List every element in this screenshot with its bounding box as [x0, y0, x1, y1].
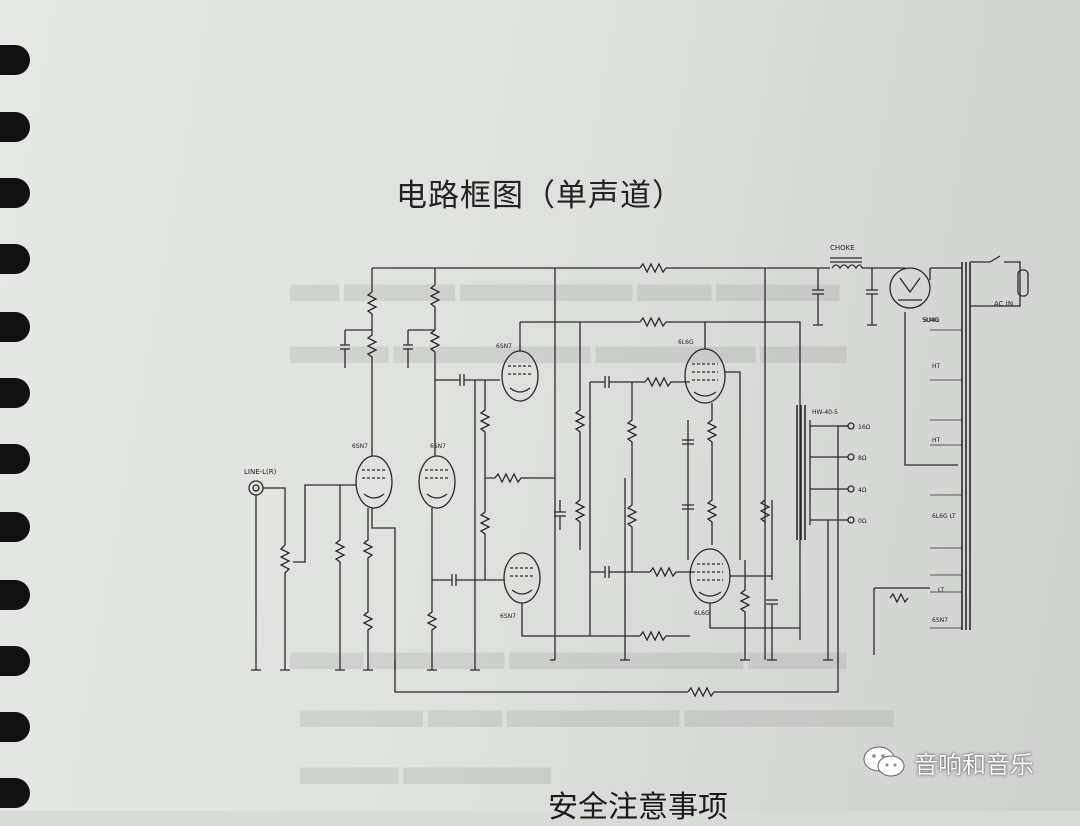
power-tap-label: 5U4G: [923, 317, 940, 324]
filter-capacitors: [812, 268, 878, 326]
tube-label: 6L6G: [694, 610, 710, 617]
ac-in-label: AC IN: [994, 300, 1013, 308]
output-transformer: HW-40-5 16Ω 8Ω 4Ω 0Ω: [796, 405, 871, 661]
show-through-text: ▇▇▇▇ ▇▇▇▇▇▇▇▇▇ ▇▇▇▇▇▇▇▇▇▇▇▇▇▇ ▇▇▇▇▇▇ ▇▇▇…: [290, 282, 840, 301]
show-through-text: ▇▇▇▇▇▇ ▇▇▇▇▇▇▇▇▇▇▇ ▇▇▇▇▇▇▇▇▇▇▇▇▇▇▇▇▇▇▇ ▇…: [290, 650, 847, 669]
wechat-icon: [863, 746, 905, 777]
input-label: LINE-L(R): [244, 468, 277, 476]
binding-ring: [0, 712, 30, 742]
input-tube-v2: 6SN7: [403, 284, 505, 671]
input-tube-v1: 6SN7: [334, 291, 396, 671]
power-tap-label: 6L6G LT: [932, 513, 956, 520]
tube-label: 6SN7: [500, 613, 516, 620]
tube-label: 6SN7: [430, 443, 446, 450]
volume-potentiometer: [279, 484, 340, 671]
driver-tube-top: 6SN7: [496, 316, 801, 640]
binding-ring: [0, 580, 30, 610]
rectifier-label: 5U4G: [922, 317, 939, 324]
show-through-text: ▇▇▇▇▇▇▇▇ ▇▇▇▇▇▇▇▇▇▇▇▇: [300, 765, 552, 784]
binding-ring: [0, 778, 30, 808]
binding-ring: [0, 312, 30, 342]
output-tube-bottom: 6L6G: [689, 499, 800, 661]
binding-ring: [0, 646, 30, 676]
transformer-label: HW-40-5: [812, 409, 838, 416]
binding-ring: [0, 512, 30, 542]
binding-ring: [0, 444, 30, 474]
watermark: 音响和音乐: [862, 745, 1034, 779]
binding-ring: [0, 378, 30, 408]
binding-ring: [0, 112, 30, 142]
power-tap-label: HT: [932, 437, 941, 444]
tube-label: 6SN7: [496, 343, 512, 350]
binding-ring: [0, 244, 30, 274]
b-plus-rail: [371, 262, 900, 660]
phase-network: [470, 322, 695, 671]
driver-tube-bottom: 6SN7: [500, 552, 690, 642]
power-tap-label: LT: [938, 587, 945, 594]
tube-label: 6SN7: [352, 443, 368, 450]
feedback-loop: [394, 425, 848, 698]
speaker-tap-8: 8Ω: [858, 455, 867, 462]
choke-label: CHOKE: [830, 244, 855, 252]
watermark-text: 音响和音乐: [914, 750, 1034, 779]
show-through-text: ▇▇▇▇▇▇▇▇▇▇ ▇▇▇▇▇▇ ▇▇▇▇▇▇▇▇▇▇▇▇▇▇ ▇▇▇▇▇▇▇…: [300, 708, 894, 727]
speaker-tap-4: 4Ω: [858, 487, 867, 494]
binding-ring: [0, 45, 30, 75]
speaker-tap-16: 16Ω: [858, 424, 871, 431]
choke-inductor: CHOKE: [830, 244, 863, 270]
input-jack: LINE-L(R): [244, 468, 286, 671]
power-tap-label: 6SN7: [932, 617, 948, 624]
page-title: 电路框图（单声道）: [396, 178, 684, 214]
binding-ring: [0, 178, 30, 208]
spiral-binding: [0, 0, 40, 811]
power-transformer: AC IN 5U4G HT HT 6L6G LT LT 6SN7: [873, 255, 1029, 655]
section-heading: 安全注意事项: [548, 790, 728, 825]
tube-label: 6L6G: [678, 339, 694, 346]
power-tap-label: HT: [932, 363, 941, 370]
output-tube-top: 6L6G: [678, 322, 741, 560]
rectifier-tube-5u4g: 5U4G: [889, 267, 939, 324]
speaker-tap-0: 0Ω: [858, 518, 867, 525]
